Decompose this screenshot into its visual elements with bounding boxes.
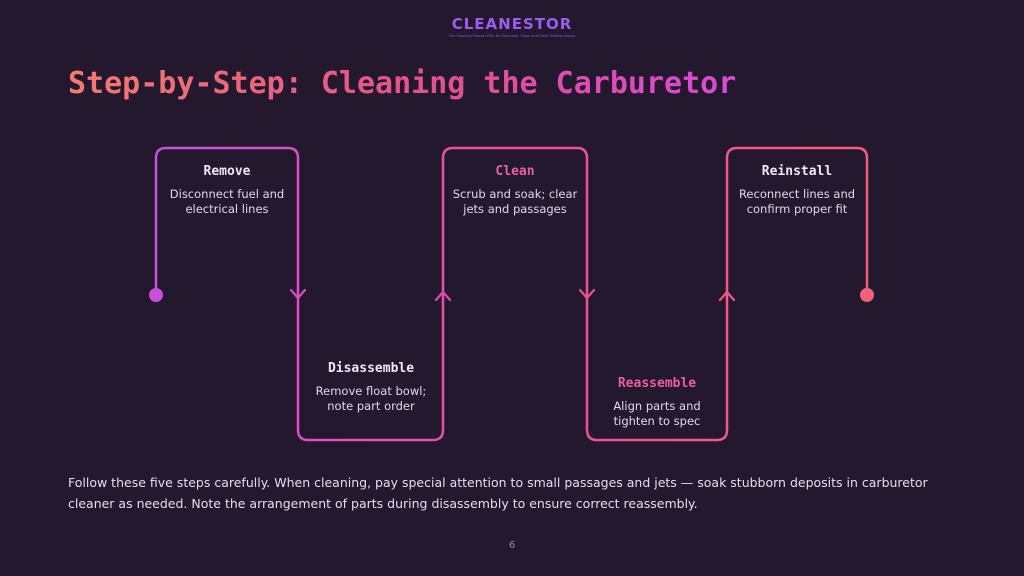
flow-path [154,146,869,442]
step-title: Remove [203,164,251,179]
step-disassemble: Disassemble Remove float bowl; note part… [306,361,436,414]
logo-tagline: The Cleaning Product Firm for Everyone, … [448,34,576,38]
brand-logo: CLEANESTOR The Cleaning Product Firm for… [0,14,1024,38]
flow-end-dot [860,288,874,302]
arrow-down-icon [578,288,596,300]
step-clean: Clean Scrub and soak; clear jets and pas… [450,164,580,217]
page-title: Step-by-Step: Cleaning the Carburetor [68,66,737,101]
step-title: Disassemble [327,361,415,376]
body-paragraph: Follow these five steps carefully. When … [68,475,928,511]
logo-wordmark: CLEANESTOR [451,15,573,33]
step-remove: Remove Disconnect fuel and electrical li… [162,164,292,217]
step-description: Align parts and tighten to spec [613,399,701,428]
arrow-up-icon [718,290,736,302]
step-description: Disconnect fuel and electrical lines [169,187,285,216]
flow-start-dot [149,288,163,302]
page-number: 6 [508,540,516,551]
step-title: Reassemble [617,376,697,391]
step-reassemble: Reassemble Align parts and tighten to sp… [592,376,722,429]
step-reinstall: Reinstall Reconnect lines and confirm pr… [732,164,862,217]
arrow-down-icon [289,288,307,300]
step-description: Scrub and soak; clear jets and passages [452,187,578,216]
step-title: Reinstall [761,164,833,179]
step-description: Reconnect lines and confirm proper fit [738,187,856,216]
step-description: Remove float bowl; note part order [315,384,427,413]
step-title: Clean [495,164,535,179]
arrow-up-icon [434,290,452,302]
